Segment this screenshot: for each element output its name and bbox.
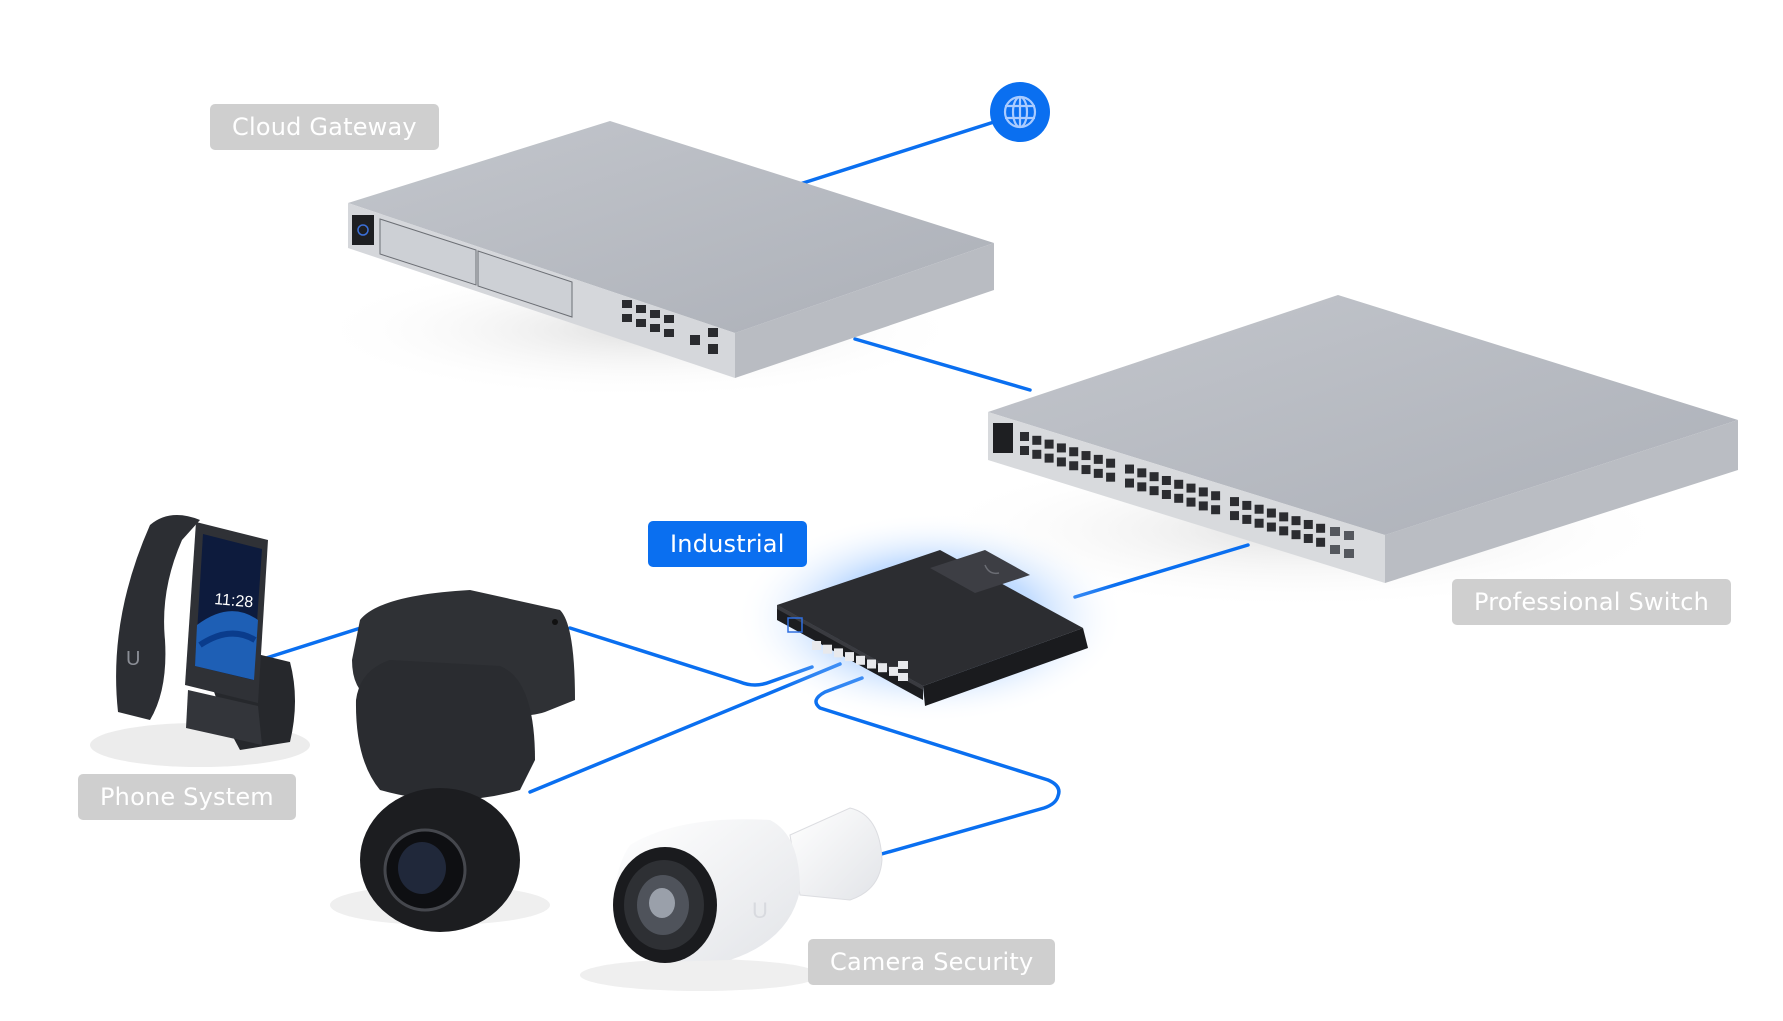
- switch-port: [1316, 537, 1326, 547]
- switch-port: [1279, 512, 1289, 522]
- camera-logo-icon: U: [752, 898, 768, 923]
- switch-port: [1137, 468, 1147, 478]
- switch-port: [1081, 465, 1091, 475]
- globe-icon[interactable]: [990, 82, 1050, 142]
- professional-switch-device[interactable]: [988, 295, 1738, 583]
- switch-port: [1032, 449, 1042, 459]
- switch-port: [1230, 511, 1239, 521]
- switch-port: [1106, 458, 1116, 468]
- switch-port: [1303, 533, 1313, 543]
- switch-port: [1254, 504, 1264, 514]
- switch-port: [1056, 457, 1066, 467]
- switch-port: [1242, 514, 1252, 524]
- switch-port: [1291, 516, 1301, 526]
- link-internet-gateway: [798, 120, 996, 186]
- switch-port: [1125, 478, 1134, 488]
- industrial-port: [812, 641, 821, 650]
- switch-port: [1230, 497, 1239, 507]
- industrial-port: [834, 648, 843, 658]
- switch-port: [1211, 491, 1221, 501]
- switch-port: [1198, 487, 1208, 497]
- link-gateway-switch: [853, 337, 1032, 392]
- switch-port: [1254, 518, 1264, 528]
- switch-port: [1149, 472, 1159, 482]
- camera-security-label[interactable]: Camera Security: [808, 939, 1056, 985]
- switch-port: [1020, 446, 1029, 455]
- link-phone-ptz: [258, 623, 372, 662]
- bullet-camera-device[interactable]: U: [580, 807, 883, 991]
- switch-port: [1149, 486, 1159, 496]
- phone-logo-icon: U: [126, 648, 140, 670]
- industrial-port: [856, 655, 865, 665]
- switch-port: [1125, 464, 1134, 474]
- industrial-port: [845, 652, 854, 662]
- switch-port: [1291, 530, 1301, 540]
- phone-system-label[interactable]: Phone System: [78, 774, 296, 820]
- industrial-port: [889, 666, 898, 676]
- switch-port: [1174, 479, 1184, 489]
- switch-port: [1137, 482, 1147, 492]
- switch-port: [1020, 432, 1029, 441]
- switch-port: [1303, 519, 1313, 529]
- switch-port: [1106, 472, 1116, 482]
- industrial-switch-device[interactable]: [777, 550, 1088, 706]
- cloud-gateway-label[interactable]: Cloud Gateway: [210, 104, 439, 150]
- industrial-port: [823, 644, 832, 654]
- switch-port: [1316, 523, 1326, 533]
- phone-device[interactable]: 11:28 U: [90, 515, 310, 767]
- professional-switch-label[interactable]: Professional Switch: [1452, 579, 1732, 625]
- switch-port: [1093, 468, 1103, 478]
- switch-port: [1093, 454, 1103, 464]
- switch-port: [1266, 522, 1276, 532]
- switch-port: [1069, 461, 1079, 471]
- switch-port: [1211, 505, 1221, 515]
- industrial-port: [867, 659, 876, 669]
- industrial-label[interactable]: Industrial: [648, 521, 807, 567]
- switch-port: [1081, 451, 1091, 461]
- switch-port: [1279, 526, 1289, 536]
- switch-port: [1161, 489, 1171, 499]
- switch-port: [1069, 447, 1079, 457]
- switch-port: [1174, 493, 1184, 503]
- switch-port: [1242, 500, 1252, 510]
- switch-port: [1198, 501, 1208, 511]
- link-industrial-ptz: [568, 626, 814, 687]
- switch-port: [1044, 439, 1054, 449]
- ptz-camera-device[interactable]: [330, 590, 575, 932]
- switch-port: [1056, 443, 1066, 453]
- industrial-port: [878, 663, 887, 673]
- switch-port: [1186, 497, 1196, 507]
- switch-port: [1044, 453, 1054, 463]
- switch-port: [1266, 508, 1276, 518]
- switch-port: [1186, 483, 1196, 493]
- cloud-gateway-device[interactable]: [348, 121, 994, 378]
- switch-port: [1161, 475, 1171, 485]
- phone-screen-time: 11:28: [214, 591, 254, 611]
- switch-port: [1032, 435, 1042, 445]
